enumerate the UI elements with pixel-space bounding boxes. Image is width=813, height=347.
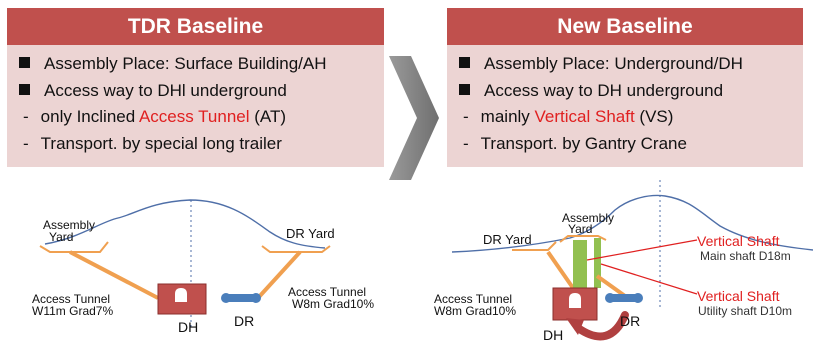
dash-bullet: - xyxy=(23,133,29,153)
square-bullet-icon xyxy=(459,57,470,68)
pointer-line xyxy=(586,239,698,261)
dh-label: DH xyxy=(543,327,563,343)
dash-bullet: - xyxy=(463,133,469,153)
right-chevron-arrow-icon xyxy=(389,56,439,180)
list-item: Assembly Place: Underground/DH xyxy=(459,51,803,78)
assembly-yard-pad xyxy=(39,241,109,253)
dr-yard-pad xyxy=(261,245,331,253)
damping-ring-pipe xyxy=(226,294,256,302)
pipe-end xyxy=(633,293,643,303)
terrain-line xyxy=(451,194,813,253)
dash-bullet: - xyxy=(23,107,29,126)
assembly-yard-label: Yard xyxy=(49,230,73,244)
pipe-end xyxy=(251,293,261,303)
tdr-baseline-header: TDR Baseline xyxy=(7,8,384,45)
access-tunnel xyxy=(546,250,575,290)
dr-yard-label: DR Yard xyxy=(483,232,532,247)
detector-icon xyxy=(175,288,187,302)
pointer-line xyxy=(600,263,698,295)
utility-vertical-shaft xyxy=(594,238,601,288)
square-bullet-icon xyxy=(19,57,30,68)
assembly-yard-label: Assembly xyxy=(43,218,95,232)
new-diagram: Assembly Yard DR Yard Vertical Shaft Mai… xyxy=(434,180,813,343)
detector-icon xyxy=(569,293,581,308)
new-baseline-header: New Baseline xyxy=(447,8,803,45)
access-tunnel-label: Access Tunnel xyxy=(32,292,110,306)
tdr-baseline-list: Assembly Place: Surface Building/AH Acce… xyxy=(7,45,384,167)
access-tunnel-label: Access Tunnel xyxy=(434,292,512,306)
main-shaft-spec: Main shaft D18m xyxy=(700,249,791,263)
cavern-diagrams: Assembly Yard DR Yard Access Tunnel W11m… xyxy=(32,180,813,343)
dr-label: DR xyxy=(234,313,254,329)
new-baseline-list: Assembly Place: Underground/DH Access wa… xyxy=(447,45,803,167)
list-item: Access way to DH underground xyxy=(459,78,803,105)
new-baseline-panel: New Baseline Assembly Place: Underground… xyxy=(447,8,803,167)
dr-label: DR xyxy=(620,313,640,329)
dh-label: DH xyxy=(178,319,198,335)
curved-arrow-icon xyxy=(574,311,629,341)
access-tunnel-spec: W11m Grad7% xyxy=(32,304,113,318)
access-tunnel-spec: W8m Grad10% xyxy=(292,297,374,311)
highlight-access-tunnel: Access Tunnel xyxy=(138,107,250,126)
vertical-shaft-label: Vertical Shaft xyxy=(697,288,780,304)
pipe-end xyxy=(605,293,615,303)
access-tunnel-right xyxy=(256,250,302,300)
assembly-yard-pad xyxy=(559,235,607,243)
square-bullet-icon xyxy=(459,83,470,95)
access-tunnel-spec: W8m Grad10% xyxy=(434,304,516,318)
assembly-yard-label: Assembly xyxy=(562,211,614,225)
dash-bullet: - xyxy=(463,107,469,126)
dr-yard-label: DR Yard xyxy=(286,226,335,241)
curved-arrow-head xyxy=(566,318,584,335)
list-item: -Transport. by Gantry Crane xyxy=(459,131,803,158)
utility-tunnel xyxy=(595,274,627,298)
list-item: Assembly Place: Surface Building/AH xyxy=(19,51,384,78)
damping-ring-pipe xyxy=(610,294,638,302)
utility-shaft-spec: Utility shaft D10m xyxy=(698,304,792,318)
list-item: Access way to DHl underground xyxy=(19,78,384,105)
highlight-vertical-shaft: Vertical Shaft xyxy=(534,107,635,126)
tdr-baseline-panel: TDR Baseline Assembly Place: Surface Bui… xyxy=(7,8,384,167)
access-tunnel-left xyxy=(69,250,159,300)
pipe-end xyxy=(221,293,231,303)
list-item: -Transport. by special long trailer xyxy=(19,131,384,158)
dr-yard-pad xyxy=(512,241,557,251)
access-tunnel-label: Access Tunnel xyxy=(288,285,366,299)
square-bullet-icon xyxy=(19,83,30,95)
list-item: -mainly Vertical Shaft (VS) xyxy=(459,104,803,131)
assembly-yard-label: Yard xyxy=(568,222,592,236)
list-item: -only Inclined Access Tunnel (AT) xyxy=(19,104,384,131)
main-vertical-shaft xyxy=(573,240,587,288)
terrain-line xyxy=(44,199,326,249)
vertical-shaft-label: Vertical Shaft xyxy=(697,233,780,249)
tdr-diagram: Assembly Yard DR Yard Access Tunnel W11m… xyxy=(32,199,374,335)
